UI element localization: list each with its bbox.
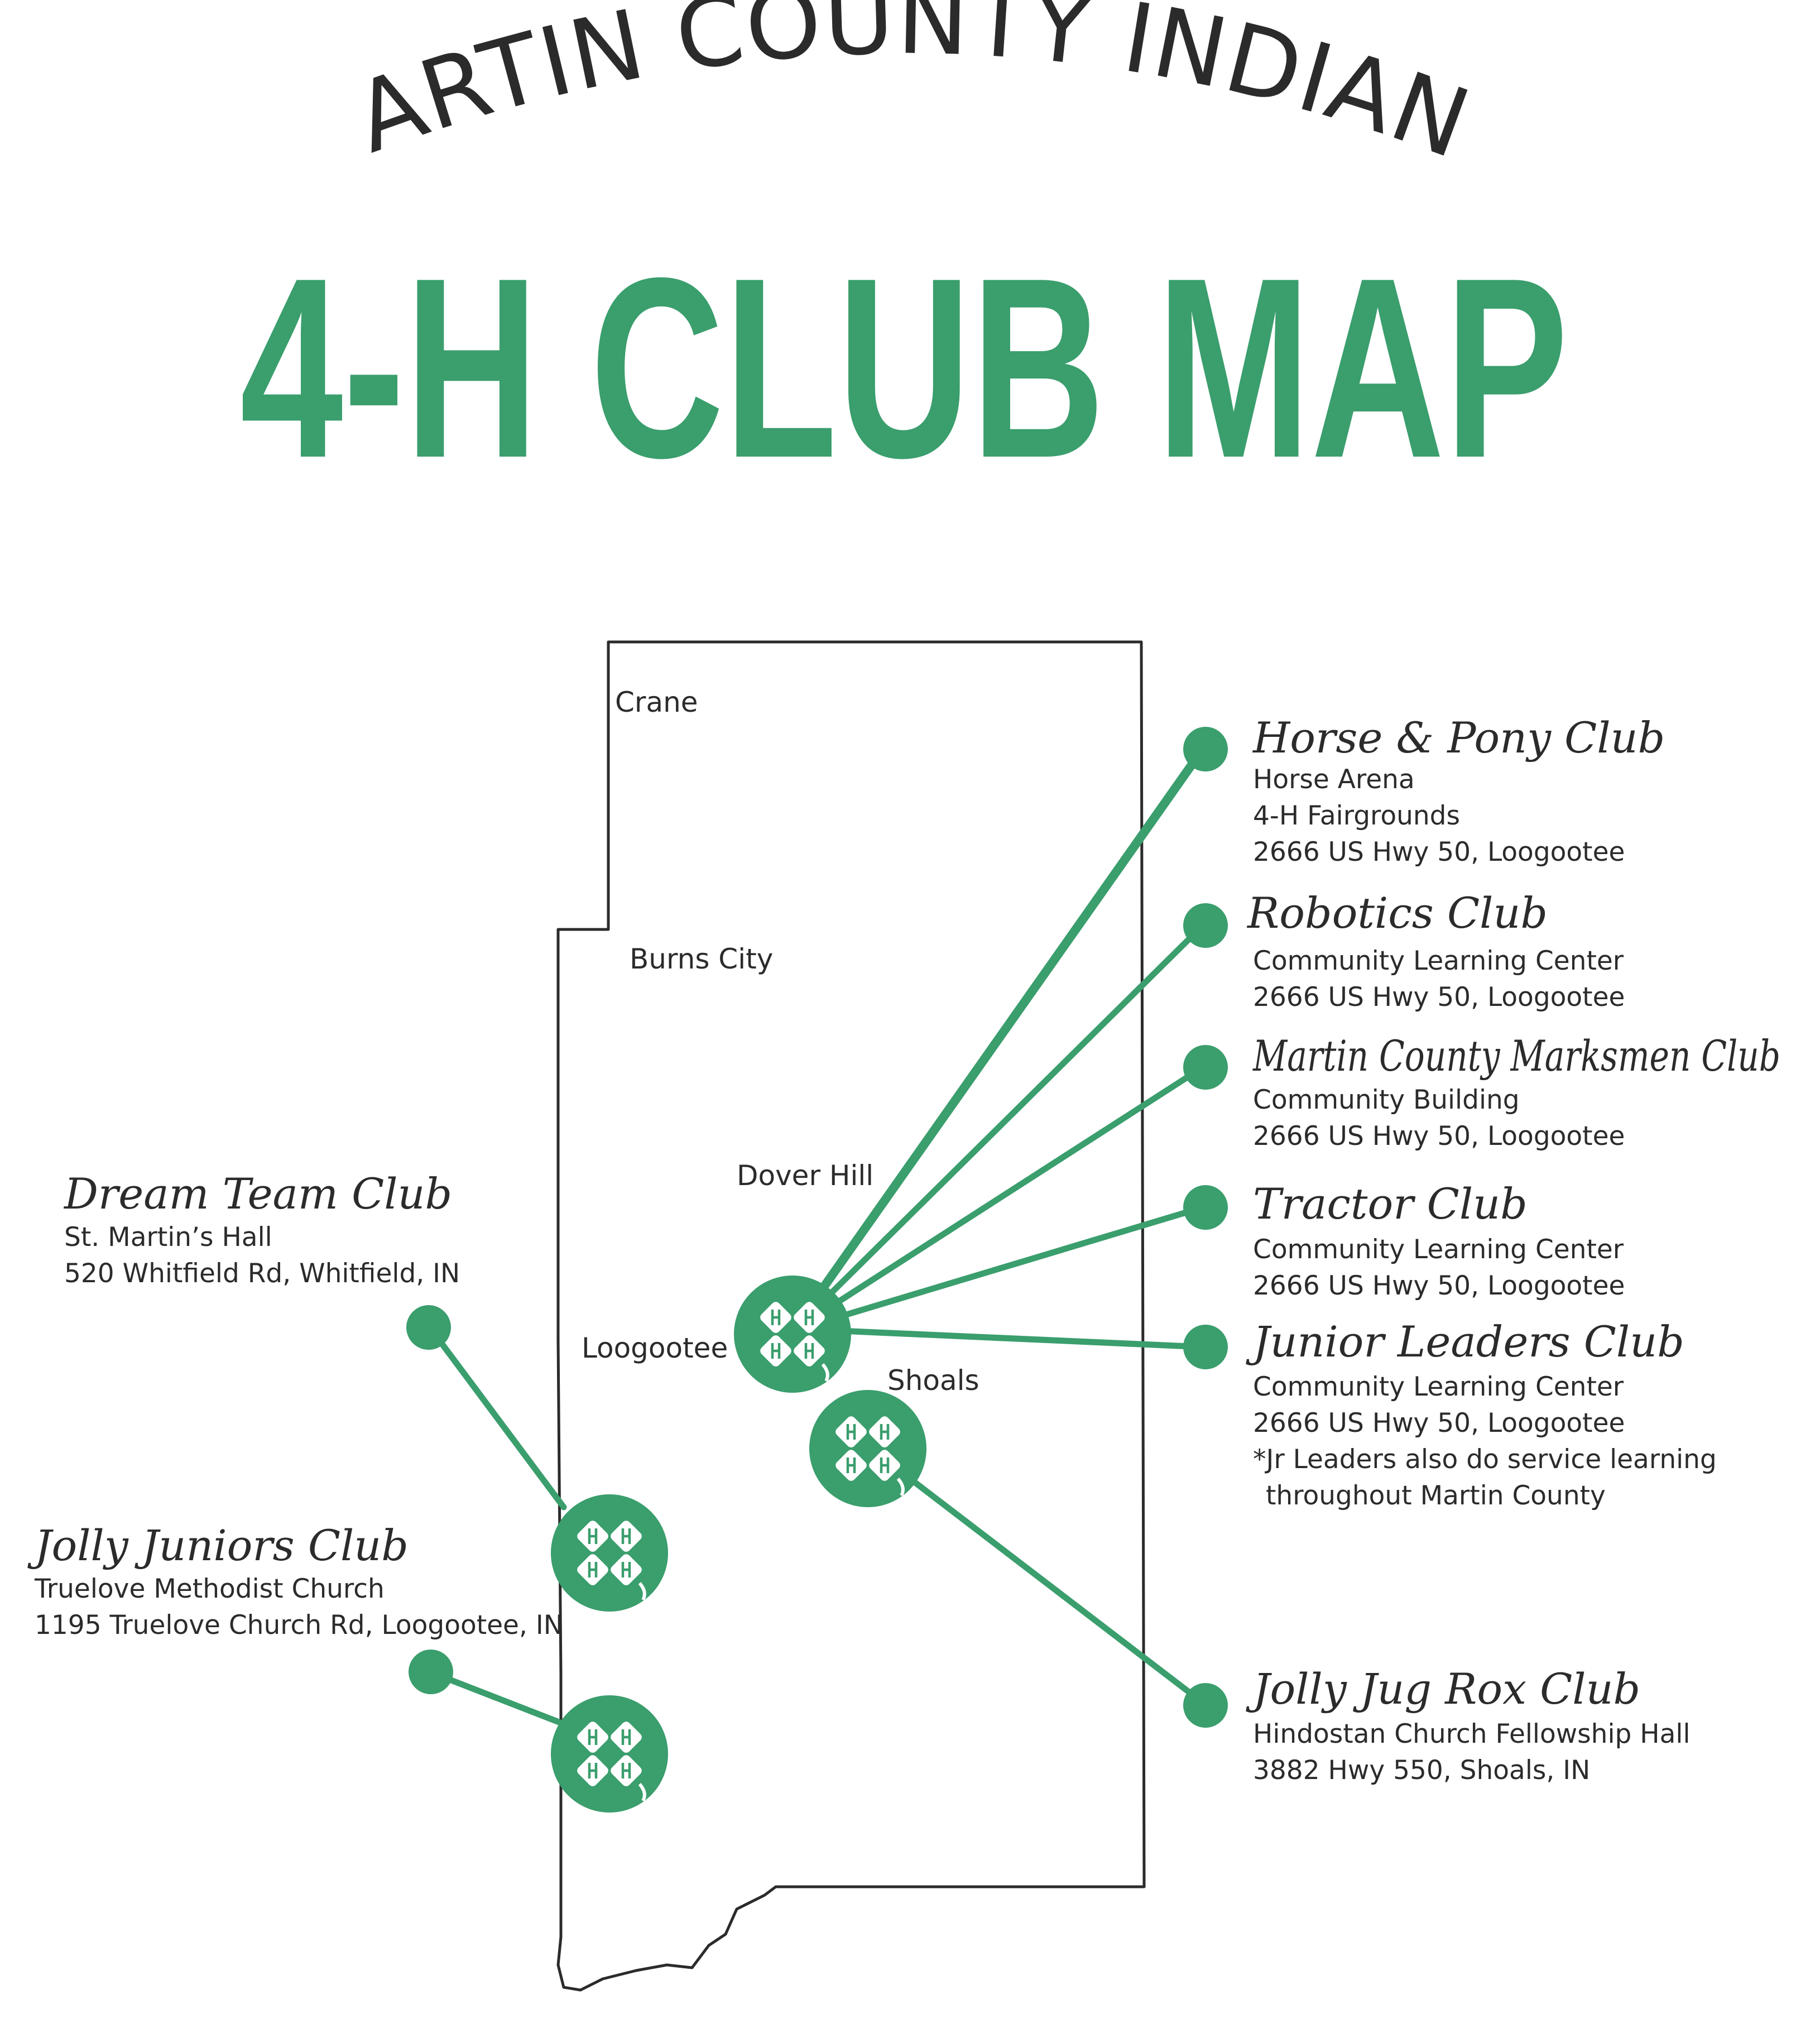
leader-jolly-juniors	[426, 1669, 584, 1734]
4-h-clover-icon[interactable]	[809, 1390, 926, 1507]
club-note: *Jr Leaders also do service learning	[1253, 1444, 1717, 1475]
club-junior-leaders: Junior Leaders Club Community Learning C…	[1246, 1317, 1717, 1511]
club-address: 520 Whitfield Rd, Whitfield, IN	[64, 1258, 460, 1289]
town-crane: Crane	[615, 686, 698, 718]
club-address: 1195 Truelove Church Rd, Loogootee, IN	[35, 1610, 563, 1641]
club-name: Junior Leaders Club	[1246, 1317, 1684, 1367]
map-pin-dot-icon[interactable]	[1183, 727, 1228, 771]
club-note: throughout Martin County	[1266, 1480, 1606, 1511]
leader-jolly-jug-rox	[867, 1445, 1206, 1706]
club-name: Dream Team Club	[63, 1169, 452, 1219]
leader-junior-leaders	[811, 1326, 1206, 1350]
county-outline	[556, 640, 1146, 1992]
leader-tractor	[806, 1204, 1206, 1329]
map-pin-dot-icon[interactable]	[1183, 1683, 1228, 1728]
leader-lines	[426, 745, 1207, 1734]
club-detail: Community Learning Center	[1253, 946, 1624, 976]
leader-dream-team	[426, 1324, 567, 1511]
map-pin-dot-icon[interactable]	[1183, 1045, 1228, 1090]
club-address: 3882 Hwy 550, Shoals, IN	[1253, 1755, 1590, 1786]
club-marksmen: Martin County Marksmen Club Community Bu…	[1252, 1031, 1780, 1152]
club-address: 2666 US Hwy 50, Loogootee	[1253, 1408, 1625, 1439]
town-loogootee: Loogootee	[582, 1332, 728, 1364]
club-address: 2666 US Hwy 50, Loogootee	[1253, 837, 1625, 867]
leader-robotics	[795, 922, 1206, 1329]
4-h-clover-icon[interactable]	[551, 1695, 668, 1813]
4-h-clover-icon[interactable]	[551, 1494, 668, 1612]
club-detail: Community Learning Center	[1253, 1234, 1624, 1265]
map-pin-dot-icon[interactable]	[1183, 903, 1228, 948]
map-pin-dot-icon[interactable]	[1183, 1185, 1228, 1230]
leader-marksmen	[800, 1064, 1206, 1327]
subtitle-text: MARTIN COUNTY INDIANA	[0, 0, 1483, 181]
leader-horse-pony	[788, 745, 1207, 1336]
club-tractor: Tractor Club Community Learning Center 2…	[1253, 1179, 1625, 1301]
club-address: 2666 US Hwy 50, Loogootee	[1253, 1121, 1625, 1152]
club-address: 2666 US Hwy 50, Loogootee	[1253, 982, 1625, 1013]
club-name: Horse & Pony Club	[1252, 713, 1665, 763]
club-jolly-juniors: Jolly Juniors Club Truelove Methodist Ch…	[27, 1521, 563, 1641]
club-name: Jolly Juniors Club	[27, 1521, 409, 1570]
club-horse-pony: Horse & Pony Club Horse Arena 4-H Fairgr…	[1252, 713, 1665, 867]
town-dover-hill: Dover Hill	[737, 1159, 873, 1192]
town-burns-city: Burns City	[630, 943, 773, 975]
4-h-clover-icon[interactable]	[734, 1276, 851, 1393]
club-detail: Community Learning Center	[1253, 1372, 1624, 1402]
club-detail: 4-H Fairgrounds	[1253, 800, 1460, 831]
club-detail: St. Martin’s Hall	[64, 1222, 272, 1253]
pin-dots	[406, 727, 1228, 1728]
town-shoals: Shoals	[887, 1364, 979, 1397]
club-detail: Horse Arena	[1253, 764, 1415, 795]
club-robotics: Robotics Club Community Learning Center …	[1246, 888, 1625, 1013]
subtitle-arc: MARTIN COUNTY INDIANA	[0, 0, 1484, 181]
page-title: 4-H CLUB MAP	[240, 225, 1568, 511]
club-name: Tractor Club	[1253, 1179, 1528, 1229]
map-pin-dot-icon[interactable]	[409, 1650, 453, 1694]
club-name: Jolly Jug Rox Club	[1246, 1664, 1640, 1714]
club-detail: Truelove Methodist Church	[34, 1574, 385, 1604]
club-address: 2666 US Hwy 50, Loogootee	[1253, 1271, 1625, 1301]
map-pin-dot-icon[interactable]	[1183, 1325, 1228, 1369]
club-dream-team: Dream Team Club St. Martin’s Hall 520 Wh…	[63, 1169, 460, 1289]
club-name: Martin County Marksmen Club	[1252, 1031, 1780, 1081]
club-name: Robotics Club	[1246, 888, 1548, 938]
club-jolly-jug-rox: Jolly Jug Rox Club Hindostan Church Fell…	[1246, 1664, 1691, 1786]
club-detail: Community Building	[1253, 1085, 1520, 1115]
club-detail: Hindostan Church Fellowship Hall	[1253, 1719, 1691, 1749]
map-pin-dot-icon[interactable]	[406, 1305, 451, 1350]
